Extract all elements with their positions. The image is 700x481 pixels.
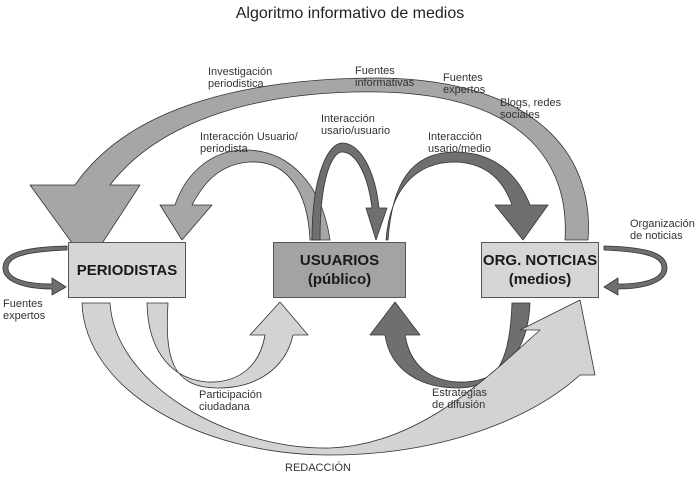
node-org-noticias-sublabel: (medios): [508, 271, 572, 288]
label-blogs-redes-sociales: Blogs, redes sociales: [500, 97, 562, 121]
node-usuarios-label: USUARIOS: [299, 252, 380, 269]
label-estrategias-difusion: Estrategias de difusión: [432, 387, 488, 411]
arrow-investigacion-periodistica: [29, 77, 589, 266]
label-investigacion-periodistica: Investigación periodistica: [208, 66, 273, 90]
arrow-participacion-ciudadana: [146, 301, 309, 389]
node-periodistas-label: PERIODISTAS: [76, 261, 178, 279]
label-participacion-ciudadana: Participación ciudadana: [199, 389, 262, 413]
arrow-interaccion-usuario-periodista: [159, 149, 331, 241]
label-interaccion-usuario-usuario: Interacción usario/usuario: [321, 113, 391, 137]
label-fuentes-expertos-top: Fuentes expertos: [443, 72, 486, 96]
node-usuarios: USUARIOS (público): [273, 242, 406, 298]
node-usuarios-sublabel: (público): [307, 271, 372, 288]
label-organizacion-noticias: Organización de noticias: [630, 218, 695, 242]
arrow-fuentes-expertos-loop: [2, 245, 68, 296]
arrow-interaccion-usuario-usuario: [311, 142, 388, 241]
node-org-noticias-label: ORG. NOTICIAS: [482, 252, 598, 269]
arrow-organizacion-noticias-loop: [603, 245, 668, 296]
node-org-noticias: ORG. NOTICIAS (medios): [481, 242, 599, 298]
label-fuentes-informativas: Fuentes informativas: [355, 65, 415, 89]
label-redaccion: REDACCIÓN: [285, 462, 352, 474]
diagram-title: Algoritmo informativo de medios: [235, 5, 465, 22]
arrow-interaccion-usuario-medio: [385, 151, 549, 241]
label-interaccion-usuario-periodista: Interacción Usuario/ periodista: [200, 131, 298, 155]
label-interaccion-usuario-medio: Interacción usario/medio: [428, 131, 491, 155]
arrow-redaccion: [81, 299, 596, 456]
node-periodistas: PERIODISTAS: [68, 242, 186, 298]
label-fuentes-expertos-left: Fuentes expertos: [3, 298, 46, 322]
